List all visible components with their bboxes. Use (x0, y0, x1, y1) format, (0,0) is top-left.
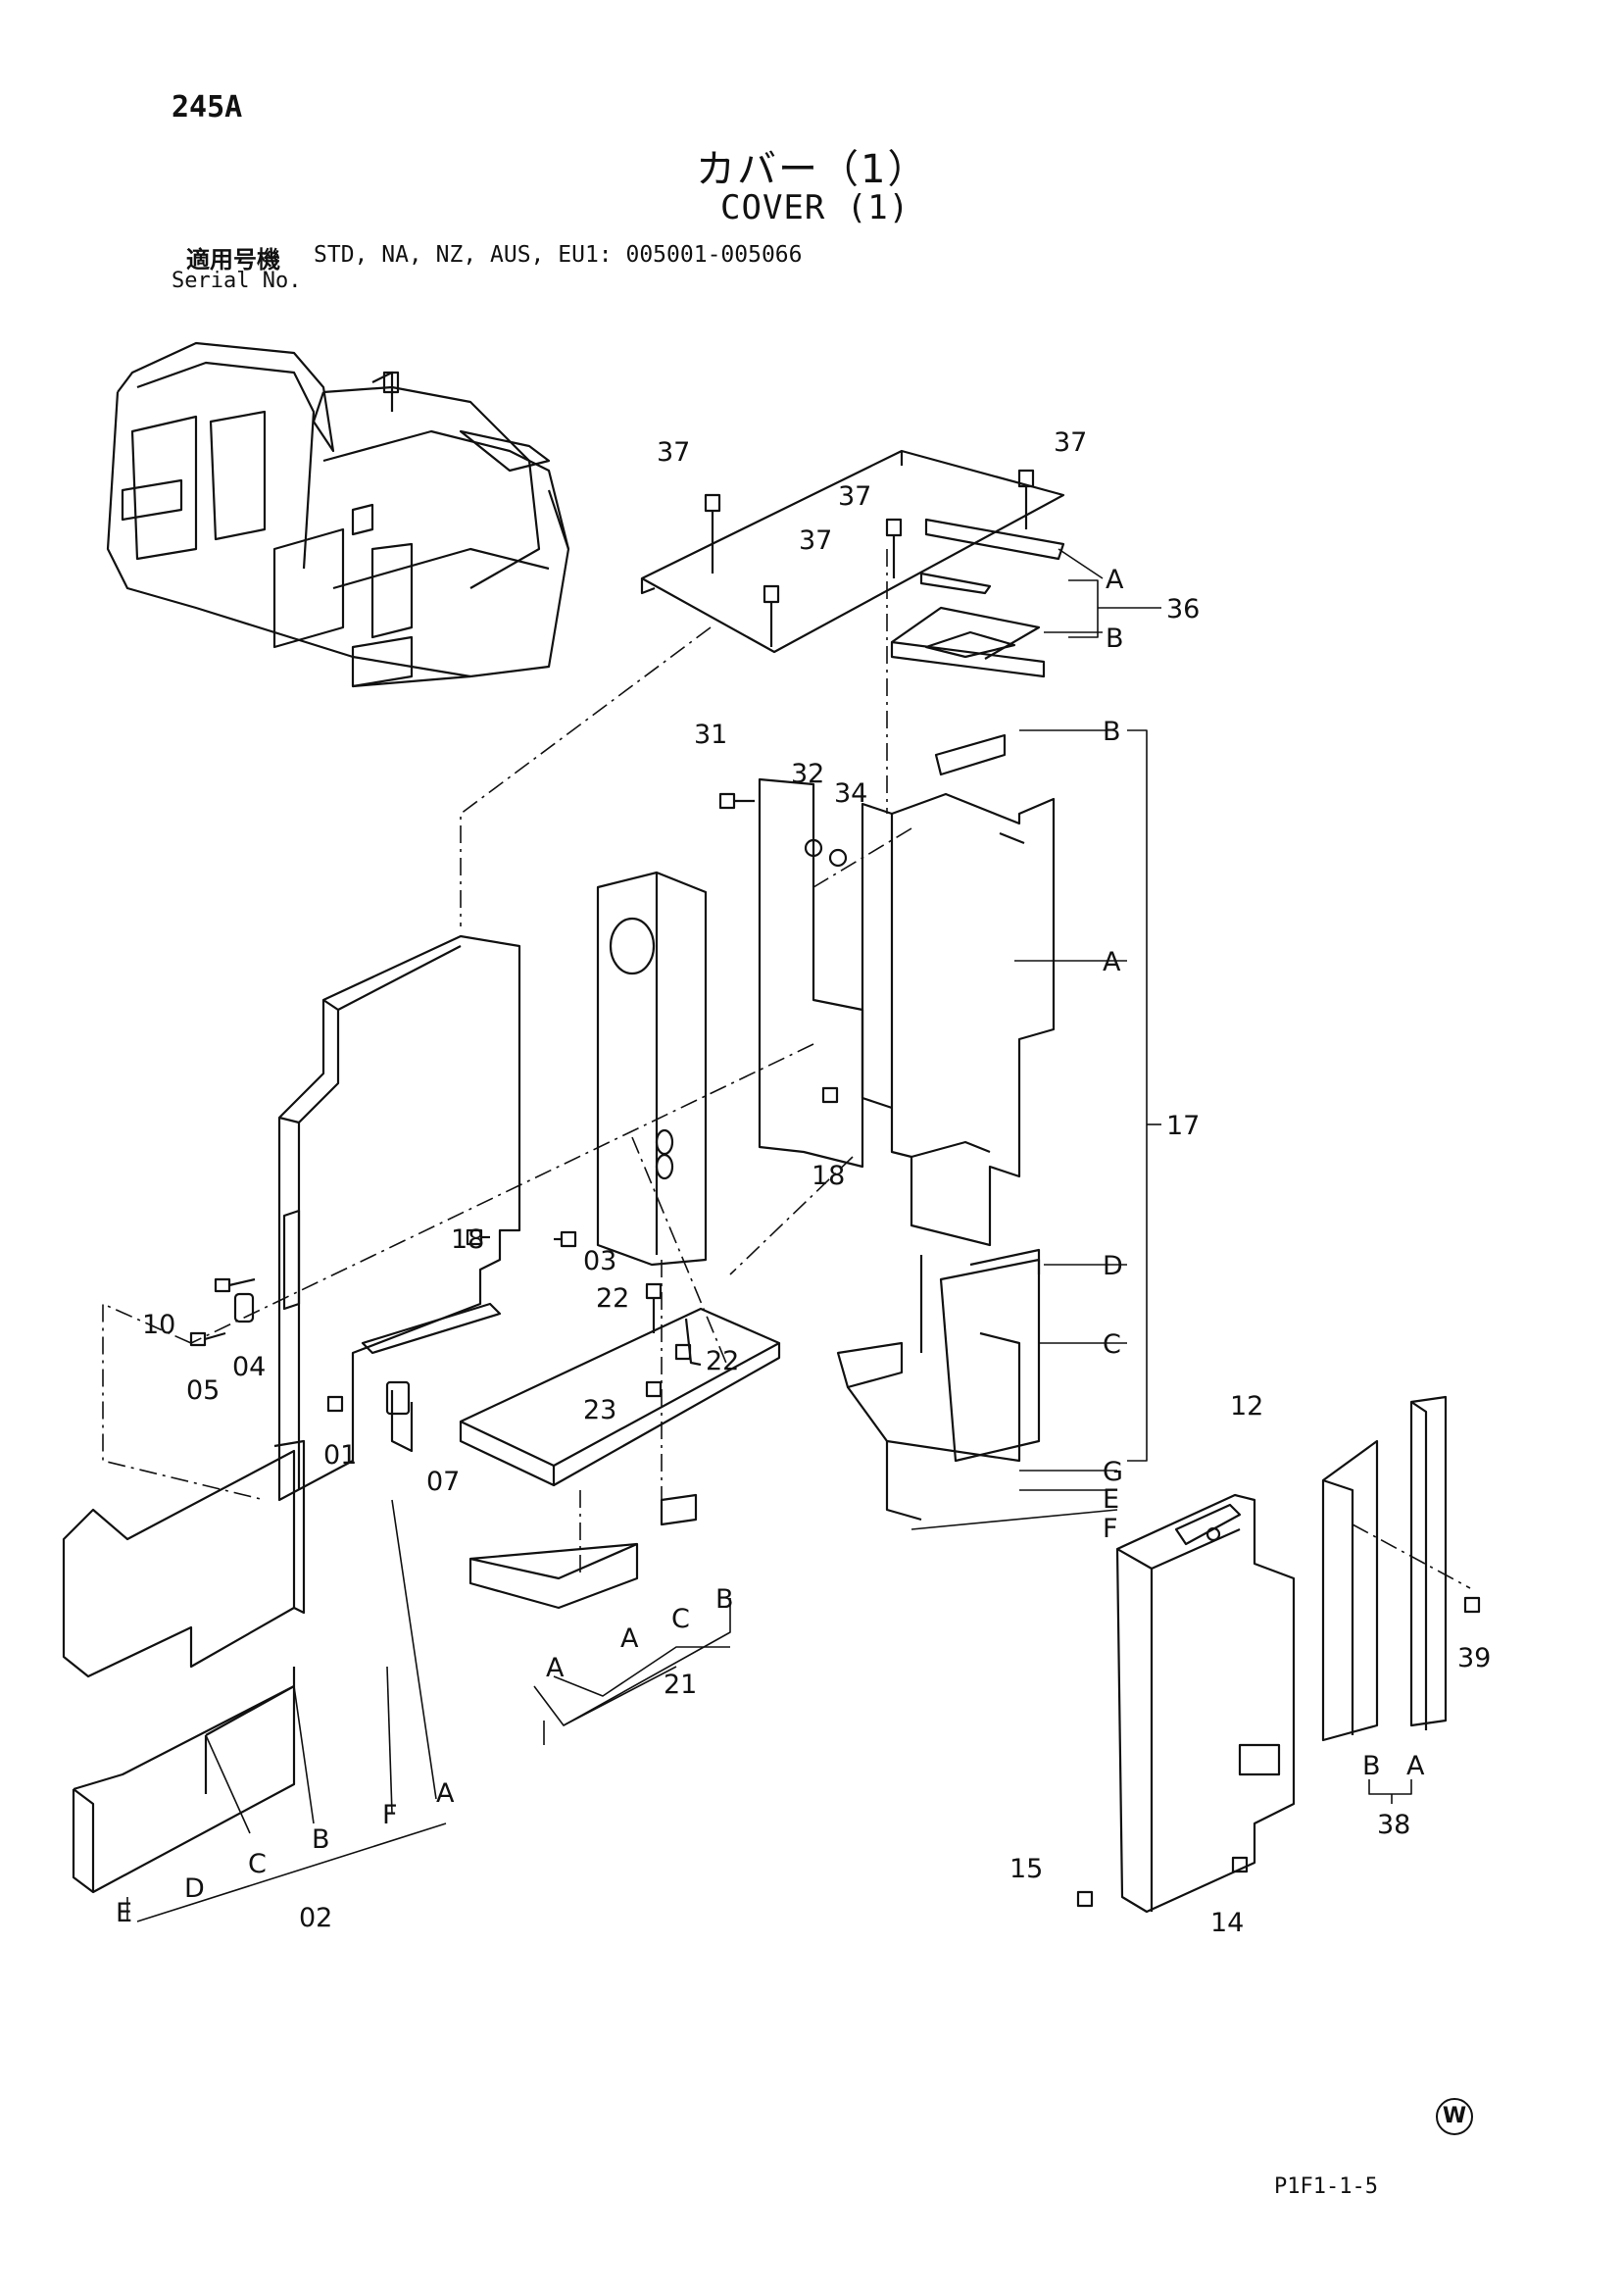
label-38: 38 (1377, 1810, 1410, 1840)
label-23: 23 (583, 1395, 616, 1425)
tray-21 (459, 1307, 781, 1610)
serial-label-english: Serial No. (172, 269, 302, 293)
label-15: 15 (1009, 1854, 1043, 1884)
label-38-b: B (1362, 1751, 1381, 1781)
label-10: 10 (142, 1310, 175, 1340)
label-17-b: B (1103, 717, 1121, 747)
watermark-symbol: W (1436, 2098, 1473, 2135)
excavator-key-view (106, 341, 570, 688)
insulation-pad-02 (62, 1439, 306, 1894)
label-02-f: F (382, 1800, 398, 1830)
part-labels: 37 37 37 37 A B 36 31 32 34 B A 17 D C G… (116, 427, 1491, 1938)
leader-lines (102, 549, 1471, 1589)
label-17: 17 (1166, 1111, 1200, 1141)
label-17-f: F (1103, 1514, 1118, 1544)
serial-label-japanese: 適用号機 (186, 246, 280, 274)
label-37-a: 37 (657, 437, 690, 468)
label-17-d: D (1103, 1251, 1123, 1281)
label-02-d: D (184, 1873, 205, 1904)
label-22-a: 22 (596, 1283, 629, 1314)
label-36: 36 (1166, 594, 1200, 624)
title-english: COVER (1) (720, 188, 910, 227)
label-17-a: A (1103, 947, 1121, 977)
side-panel-17 (758, 733, 1056, 1522)
label-01: 01 (323, 1440, 357, 1471)
label-32: 32 (791, 759, 824, 789)
label-36-a: A (1106, 565, 1124, 595)
label-02-b: B (312, 1824, 330, 1855)
label-36-b: B (1106, 624, 1124, 654)
label-22-b: 22 (706, 1346, 739, 1376)
label-12: 12 (1230, 1391, 1263, 1422)
label-37-b: 37 (838, 481, 871, 512)
frame-panel (277, 934, 521, 1502)
bolts-37 (704, 469, 1035, 647)
label-17-c: C (1103, 1329, 1121, 1360)
foam-block (596, 871, 708, 1267)
label-02-e: E (116, 1898, 132, 1928)
label-02: 02 (299, 1903, 332, 1933)
panel-12 (1115, 1493, 1296, 1914)
label-02-c: C (248, 1849, 267, 1879)
label-31: 31 (694, 720, 727, 750)
label-37-d: 37 (1054, 427, 1087, 458)
panel-12-fasteners (1076, 1596, 1481, 1908)
label-17-g: G (1103, 1457, 1123, 1487)
label-21: 21 (664, 1670, 697, 1700)
callout-brackets (126, 548, 1412, 1922)
label-34: 34 (834, 778, 867, 809)
label-21-a1: A (546, 1653, 565, 1683)
label-07: 07 (426, 1467, 460, 1497)
drawing-code: P1F1-1-5 (1274, 2174, 1378, 2199)
label-37-c: 37 (799, 525, 832, 556)
label-14: 14 (1210, 1908, 1244, 1938)
page-number: 245A (172, 90, 243, 125)
label-17-e: E (1103, 1484, 1119, 1515)
label-04: 04 (232, 1352, 266, 1382)
label-18-b: 18 (812, 1161, 845, 1191)
label-18-a: 18 (451, 1224, 484, 1255)
title-japanese: カバー（1） (696, 147, 929, 192)
label-02-a: A (436, 1778, 455, 1809)
serial-range: STD, NA, NZ, AUS, EU1: 005001-005066 (314, 242, 803, 268)
label-03: 03 (583, 1246, 616, 1276)
label-21-b: B (715, 1584, 734, 1615)
label-21-a2: A (620, 1623, 639, 1654)
pieces-38 (1321, 1395, 1448, 1742)
label-39: 39 (1457, 1643, 1491, 1673)
label-38-a: A (1406, 1751, 1425, 1781)
small-parts (189, 792, 848, 1453)
label-05: 05 (186, 1375, 220, 1406)
label-21-c: C (671, 1604, 690, 1634)
top-plate-assembly (640, 449, 1065, 678)
